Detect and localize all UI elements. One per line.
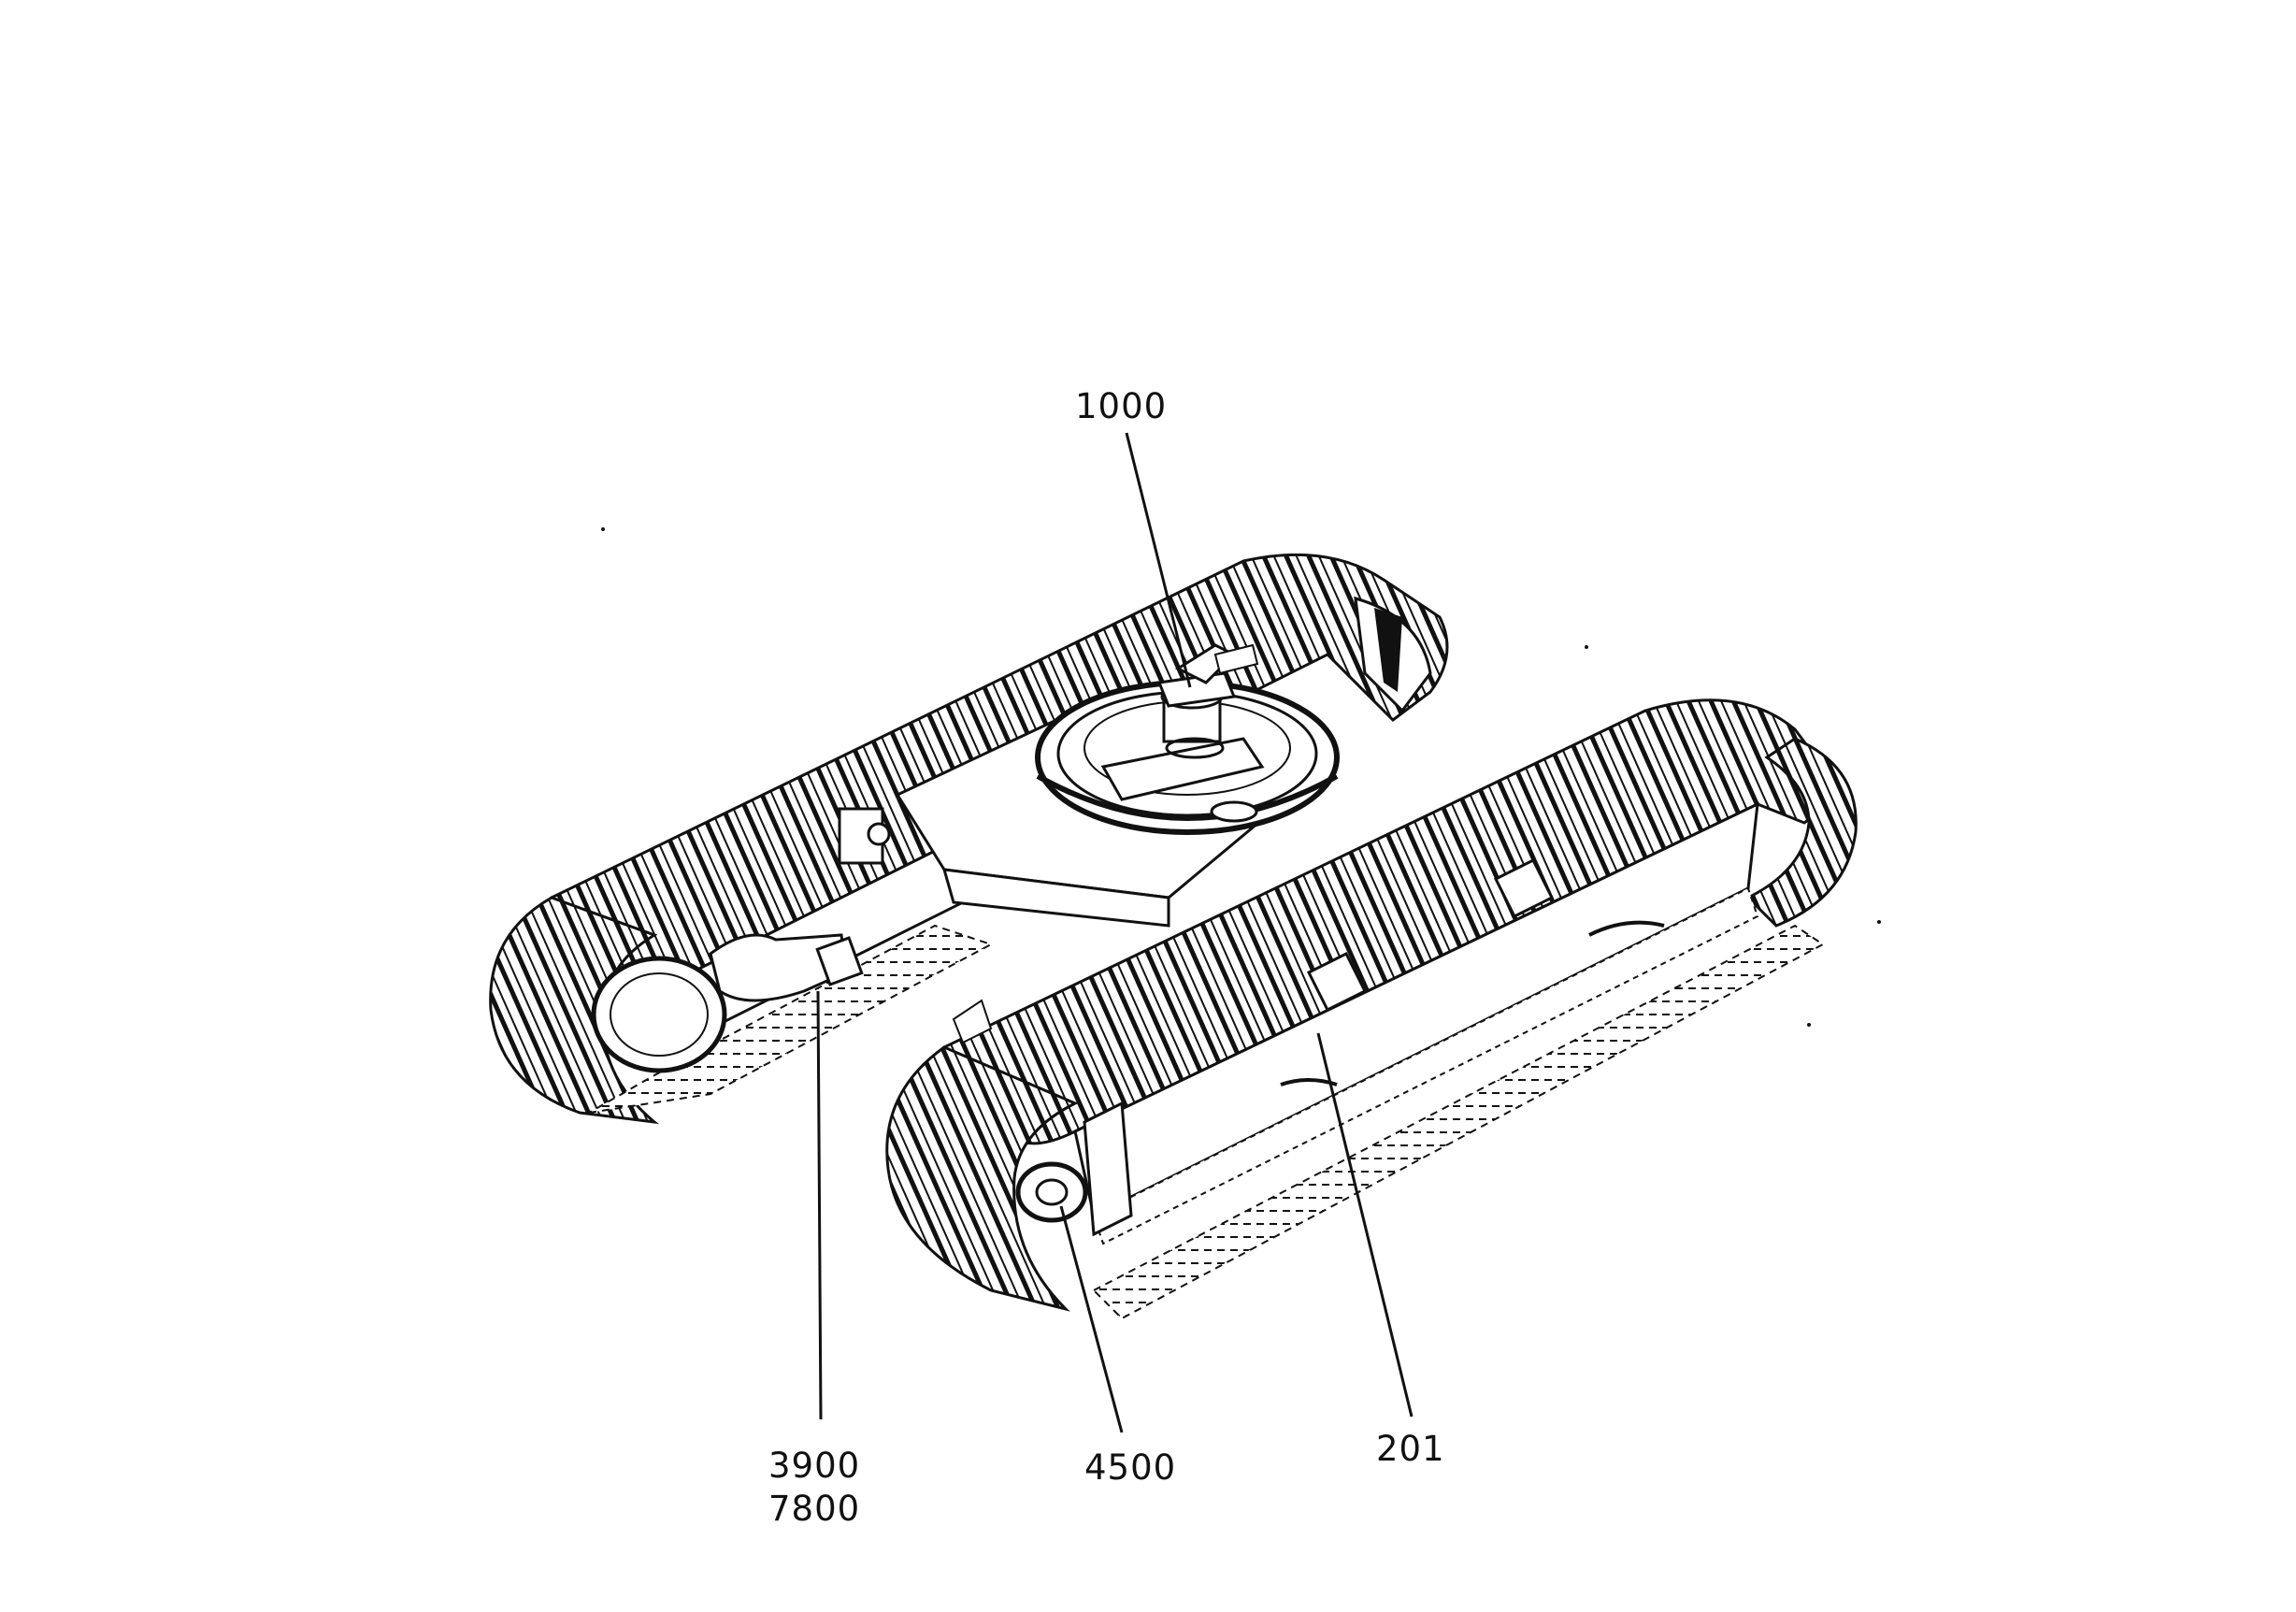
leader-lines: [816, 432, 1413, 1433]
callout-1000: 1000: [1075, 386, 1168, 426]
carbody: [895, 643, 1340, 928]
right-track: [885, 698, 1858, 1320]
callout-7800: 7800: [768, 1489, 861, 1529]
scan-specks: [601, 527, 1881, 1027]
leader-4500: [1059, 1205, 1124, 1433]
leader-3900: [816, 990, 823, 1420]
callout-3900: 3900: [768, 1446, 861, 1486]
leader-1000: [1125, 432, 1192, 688]
callout-201: 201: [1376, 1429, 1445, 1469]
callout-4500: 4500: [1084, 1447, 1177, 1488]
leader-201: [1316, 1032, 1413, 1418]
